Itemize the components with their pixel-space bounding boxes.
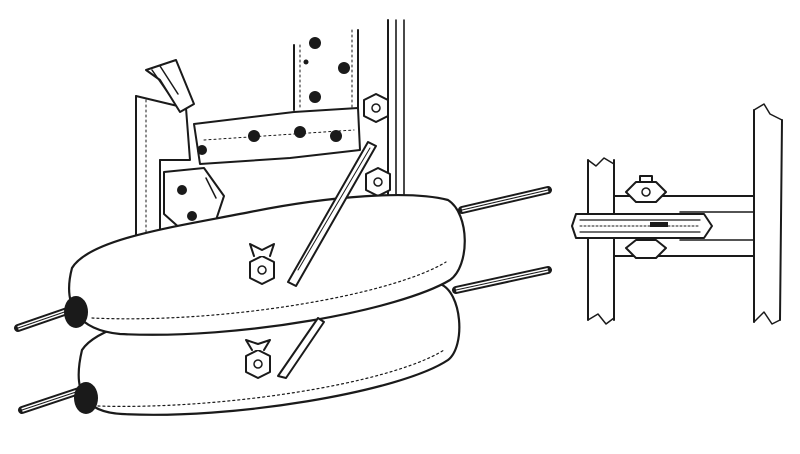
bolt-icon: [338, 62, 350, 74]
wing-nut-upper: [249, 243, 275, 285]
mounting-bracket: [135, 59, 361, 241]
diagonal-brace-rod: [277, 141, 377, 379]
bolt-icon: [330, 130, 342, 142]
cable-lower: [18, 266, 552, 414]
bolt-icon: [197, 145, 207, 155]
cable-end-icon: [74, 382, 98, 414]
wing-nut-lower: [245, 339, 271, 379]
cable-end-icon: [64, 296, 88, 328]
bolt-icon: [187, 211, 197, 221]
hex-nut-upper: [363, 93, 389, 123]
bolt-icon: [177, 185, 187, 195]
rivet-icon: [303, 59, 309, 65]
bolt-icon: [309, 37, 321, 49]
bolt-icon: [309, 91, 321, 103]
hex-nut-lower: [365, 167, 391, 197]
bolt-icon: [248, 130, 260, 142]
clamp-marking-icon: [650, 222, 668, 227]
detail-nut-bottom: [625, 239, 667, 259]
detail-side-view: [571, 103, 783, 325]
bolt-icon: [294, 126, 306, 138]
padded-guide-upper: [64, 194, 466, 336]
vertical-frame-post: [293, 19, 405, 201]
detail-nut-top: [625, 175, 667, 203]
